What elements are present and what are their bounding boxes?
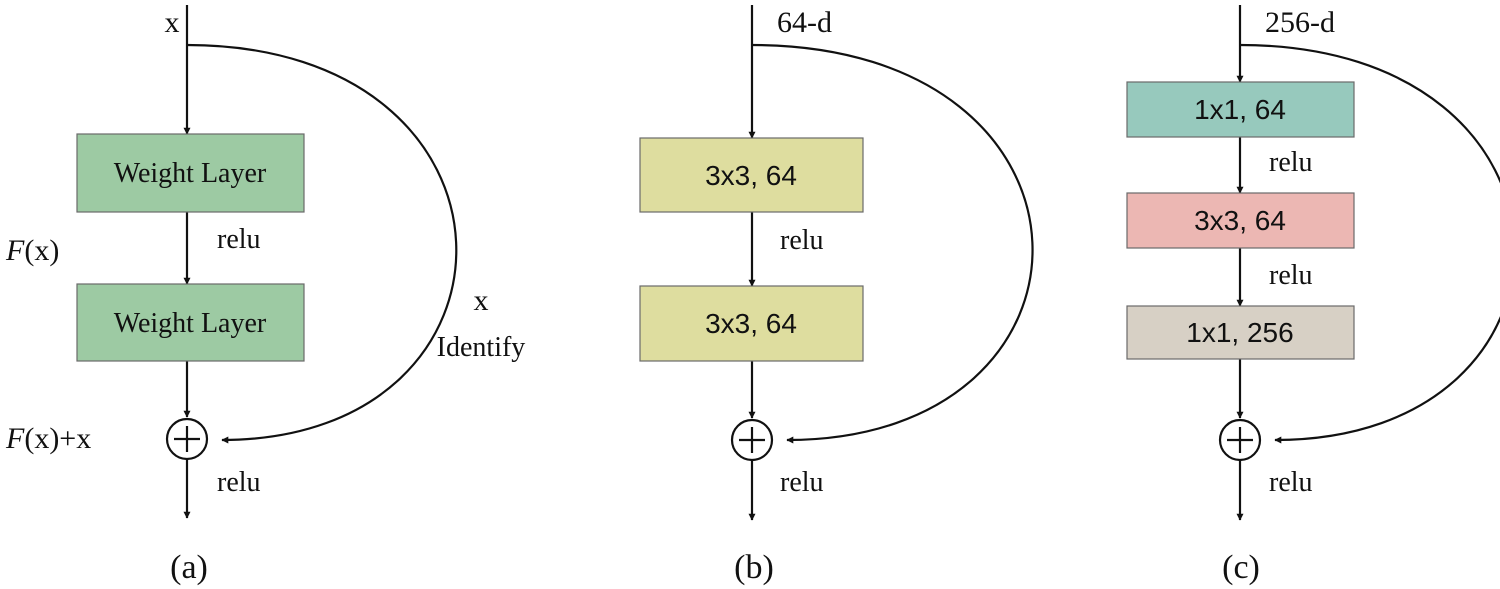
- relu-label-a-1: relu: [217, 224, 261, 255]
- relu-label-a-out: relu: [217, 467, 261, 498]
- weight-layer-1-label: Weight Layer: [114, 158, 267, 189]
- conv3x3-64-box-c: [1126, 192, 1355, 249]
- caption-a: (a): [170, 549, 208, 586]
- conv1x1-256-label: 1x1, 256: [1186, 317, 1293, 348]
- relu-label-c-2: relu: [1269, 260, 1313, 291]
- panel-c: 1x1, 64 3x3, 64 1x1, 256 256-d relu relu…: [1126, 5, 1500, 586]
- conv3x3-2-label-b: 3x3, 64: [705, 308, 797, 339]
- conv3x3-1-label-b: 3x3, 64: [705, 160, 797, 191]
- fxx-label: F(x)+x: [5, 422, 91, 455]
- input-label-a: x: [165, 6, 180, 39]
- input-label-b: 64-d: [777, 6, 832, 39]
- conv3x3-64-label-c: 3x3, 64: [1194, 205, 1286, 236]
- caption-c: (c): [1222, 549, 1260, 586]
- fx-label: F(x): [5, 234, 59, 267]
- panel-b: 3x3, 64 3x3, 64 64-d relu relu (b): [639, 5, 1034, 586]
- conv1x1-256-box: [1126, 305, 1355, 360]
- weight-layer-2-label: Weight Layer: [114, 308, 267, 339]
- relu-label-c-1: relu: [1269, 147, 1313, 178]
- relu-label-b-out: relu: [780, 467, 824, 498]
- weight-layer-1-box: [76, 133, 305, 213]
- shortcut-x-label: x: [474, 284, 489, 317]
- relu-label-c-out: relu: [1269, 467, 1313, 498]
- shortcut-arc-b: [751, 43, 1034, 444]
- shortcut-arc-c: [1239, 43, 1500, 444]
- conv3x3-2-box-b: [639, 285, 864, 362]
- shortcut-arc-a: [186, 43, 458, 444]
- fx-label-suffix: (x): [24, 234, 59, 267]
- fxx-label-f: F: [5, 422, 25, 455]
- shortcut-identify-label: Identify: [437, 332, 526, 363]
- relu-label-b-1: relu: [780, 225, 824, 256]
- input-label-c: 256-d: [1265, 6, 1335, 39]
- conv1x1-64-label: 1x1, 64: [1194, 94, 1286, 125]
- conv1x1-64-box: [1126, 81, 1355, 138]
- conv3x3-1-box-b: [639, 137, 864, 213]
- caption-b: (b): [734, 549, 774, 586]
- panel-a: Weight Layer Weight Layer x relu F(x) F(…: [5, 5, 525, 586]
- fxx-label-suffix: (x)+x: [24, 422, 91, 455]
- weight-layer-2-box: [76, 283, 305, 362]
- fx-label-f: F: [5, 234, 25, 267]
